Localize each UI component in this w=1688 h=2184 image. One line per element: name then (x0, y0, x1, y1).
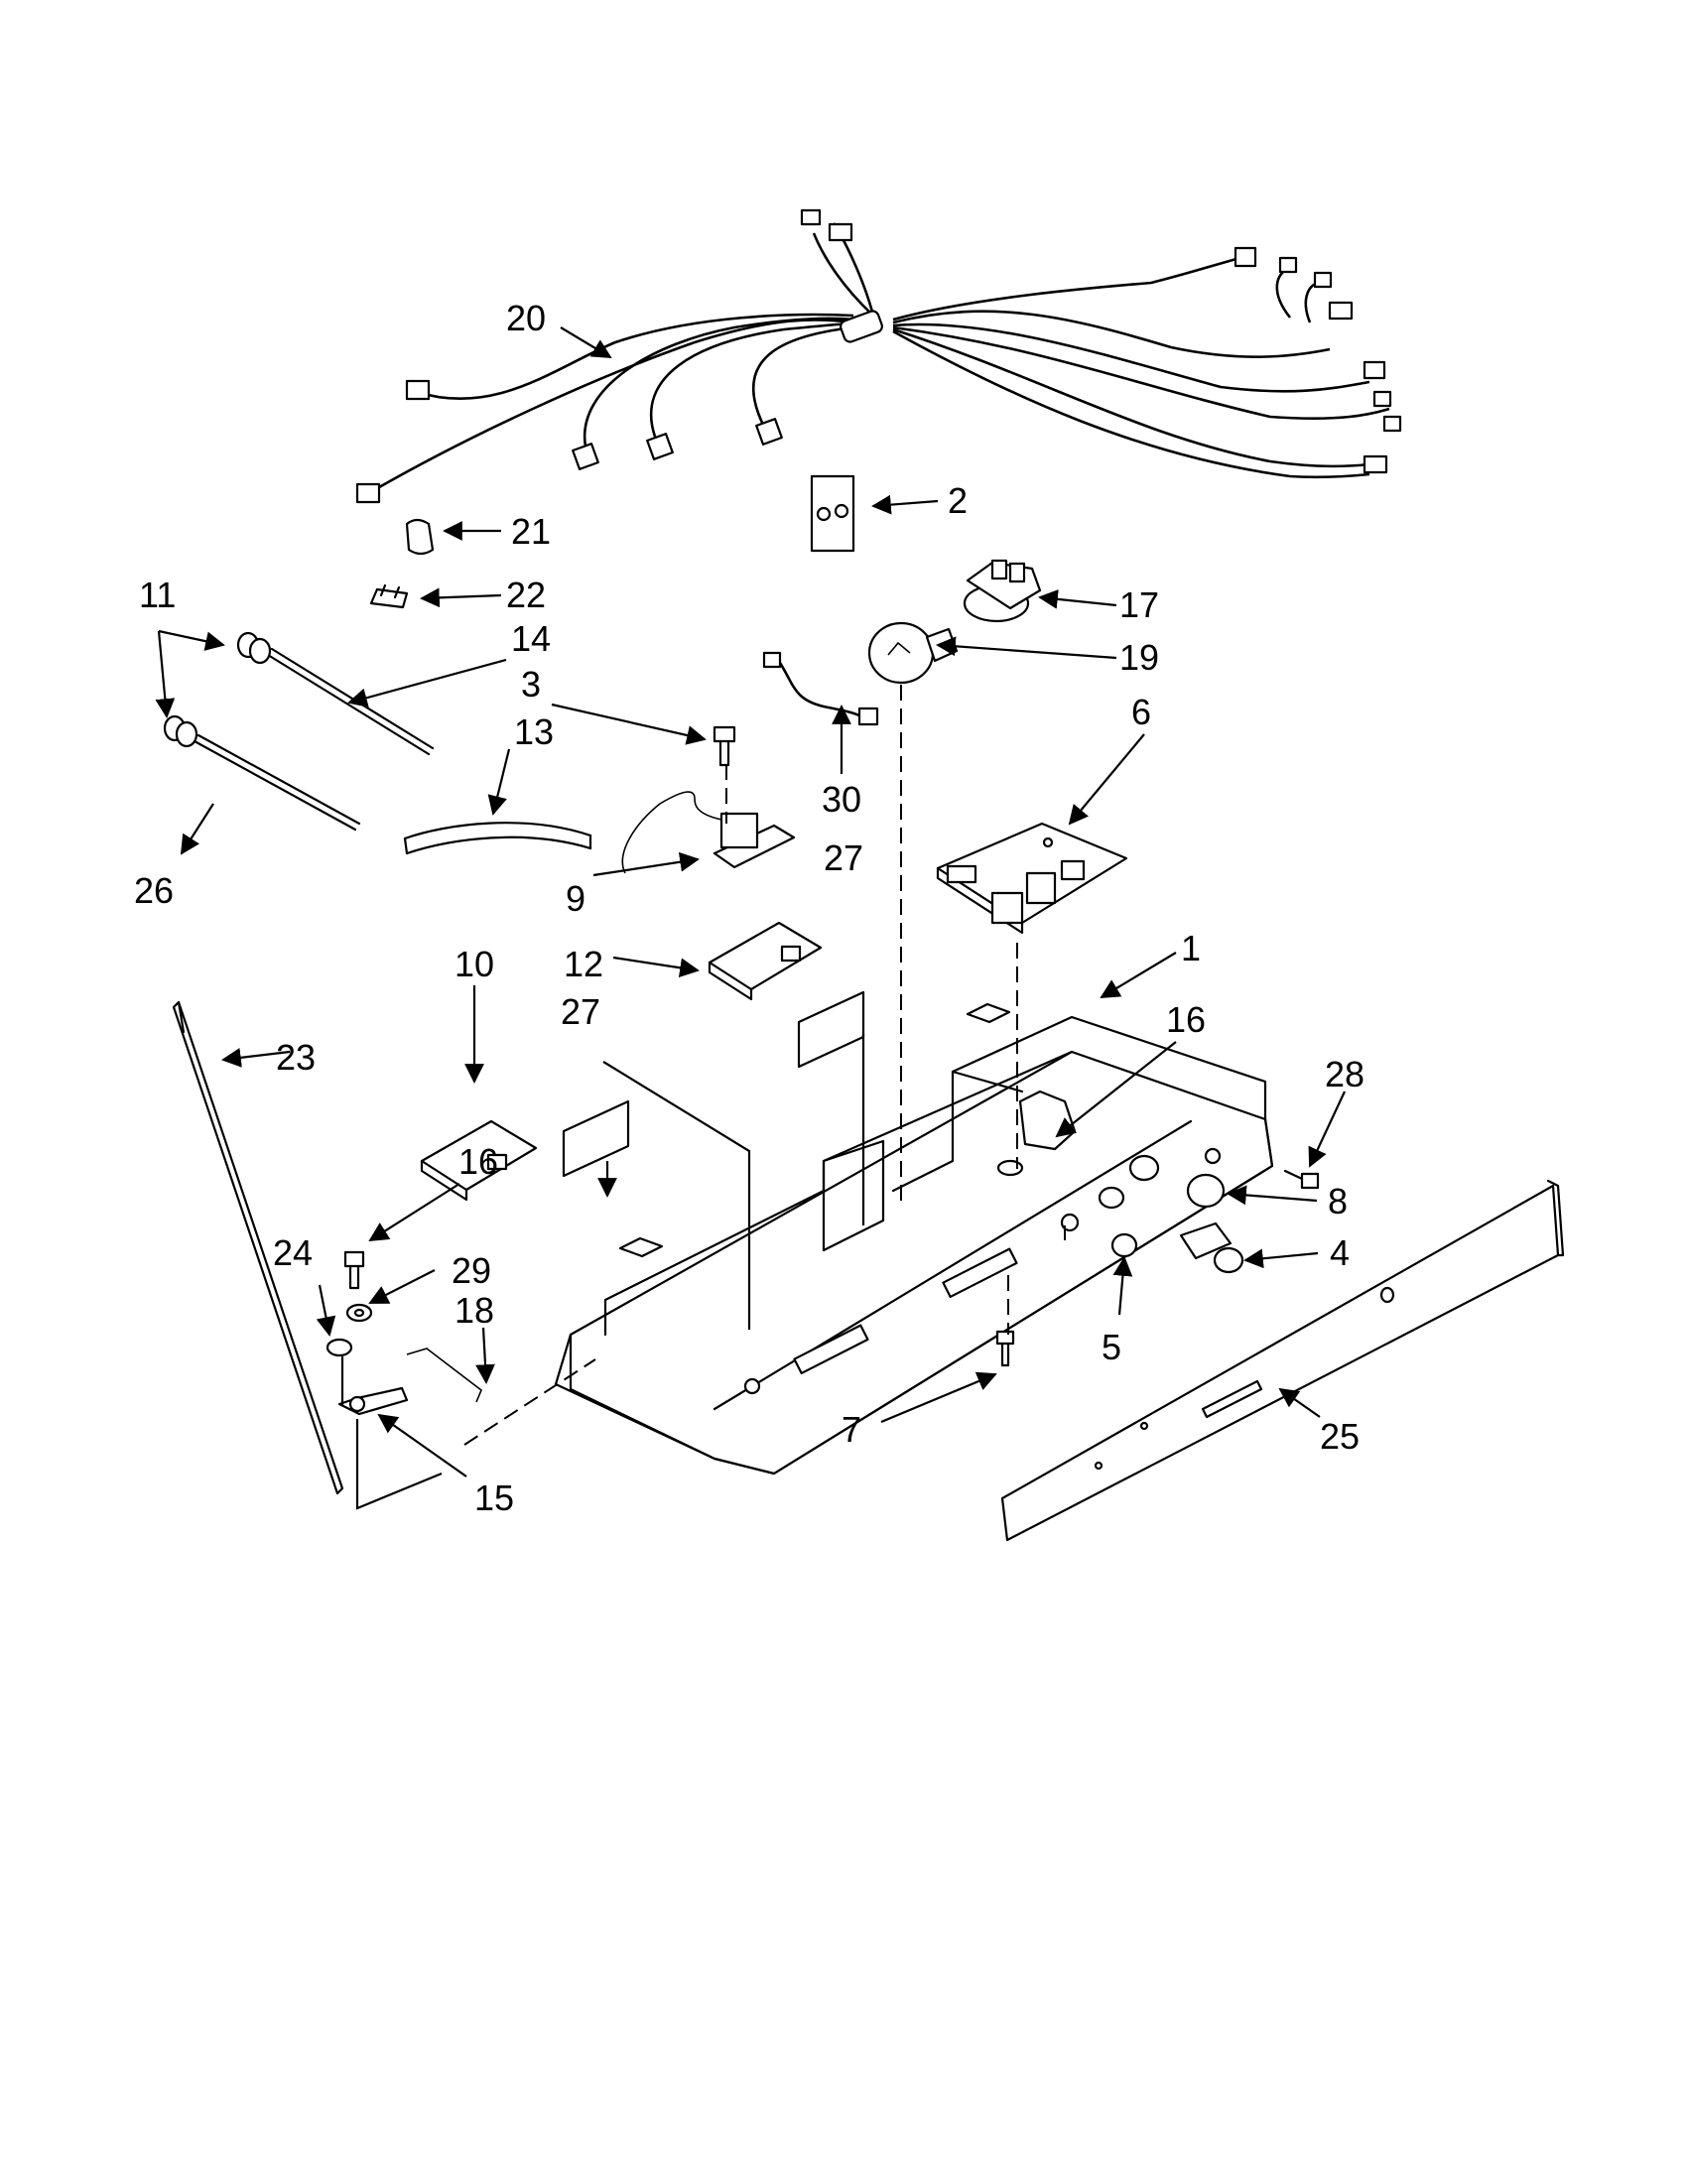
callout-19: 19 (1119, 637, 1159, 678)
callout-10: 10 (454, 944, 494, 984)
callout-16-upper: 16 (1166, 999, 1206, 1040)
callout-13: 13 (514, 711, 554, 752)
knob-cap (1186, 1173, 1226, 1209)
callout-3: 3 (521, 664, 541, 705)
callout-5: 5 (1102, 1327, 1121, 1367)
callout-24: 24 (273, 1232, 313, 1273)
callout-8: 8 (1328, 1181, 1348, 1221)
callout-11: 11 (139, 575, 176, 615)
washer (345, 1303, 373, 1323)
callout-17: 17 (1119, 584, 1159, 625)
wire-harness (355, 208, 1402, 504)
housing (554, 1002, 1274, 1476)
callout-18: 18 (454, 1290, 494, 1331)
callout-4: 4 (1330, 1232, 1350, 1273)
callout-12: 12 (564, 944, 603, 984)
callout-27-lower: 27 (561, 991, 600, 1032)
short-harness (762, 651, 879, 726)
tube-lower (193, 733, 361, 832)
callout-2: 2 (948, 480, 968, 521)
thermostat (621, 791, 796, 874)
callout-22: 22 (506, 575, 546, 615)
small-bracket (369, 583, 409, 609)
fittings (163, 631, 272, 748)
screw-bottom (995, 1330, 1015, 1367)
bracket-plate (810, 474, 855, 553)
screw (713, 725, 736, 767)
hinge-bracket (337, 1355, 409, 1416)
switch-bracket-lower (420, 1119, 538, 1202)
screw-small-right (1283, 1169, 1320, 1190)
callout-7: 7 (842, 1409, 861, 1450)
callout-14: 14 (511, 618, 551, 659)
hose (403, 822, 592, 855)
callout-6: 6 (1131, 692, 1151, 732)
label-upper (797, 990, 865, 1069)
alignment-lines (355, 685, 1066, 1510)
callout-16-lower: 16 (458, 1141, 498, 1182)
spacer (325, 1338, 353, 1357)
callout-28: 28 (1325, 1054, 1364, 1094)
screw-left (343, 1250, 365, 1290)
callout-25: 25 (1320, 1416, 1360, 1457)
light-bulb (867, 621, 959, 685)
callout-9: 9 (566, 878, 585, 919)
callout-21: 21 (511, 511, 551, 552)
label-lower (562, 1099, 630, 1178)
control-board (936, 822, 1128, 935)
wire-spring (406, 1348, 482, 1403)
wire-clip (405, 518, 435, 556)
callout-26: 26 (134, 870, 174, 911)
callout-30: 30 (822, 779, 861, 820)
switch-bracket-upper (708, 921, 823, 1001)
callout-20: 20 (506, 298, 546, 338)
callout-27-upper: 27 (824, 837, 863, 878)
control-knob (1179, 1221, 1244, 1274)
callout-29: 29 (452, 1250, 491, 1291)
callout-23: 23 (276, 1037, 316, 1078)
light-socket (963, 559, 1042, 623)
callout-15: 15 (474, 1477, 514, 1518)
callout-labels: 20 2 21 22 17 19 11 14 3 13 30 6 26 9 27… (134, 298, 1364, 1518)
leader-arrows (155, 326, 1346, 1477)
trim-strip (1000, 1179, 1565, 1542)
side-panel (172, 1000, 344, 1495)
button (1110, 1232, 1138, 1258)
callout-1: 1 (1181, 928, 1201, 968)
